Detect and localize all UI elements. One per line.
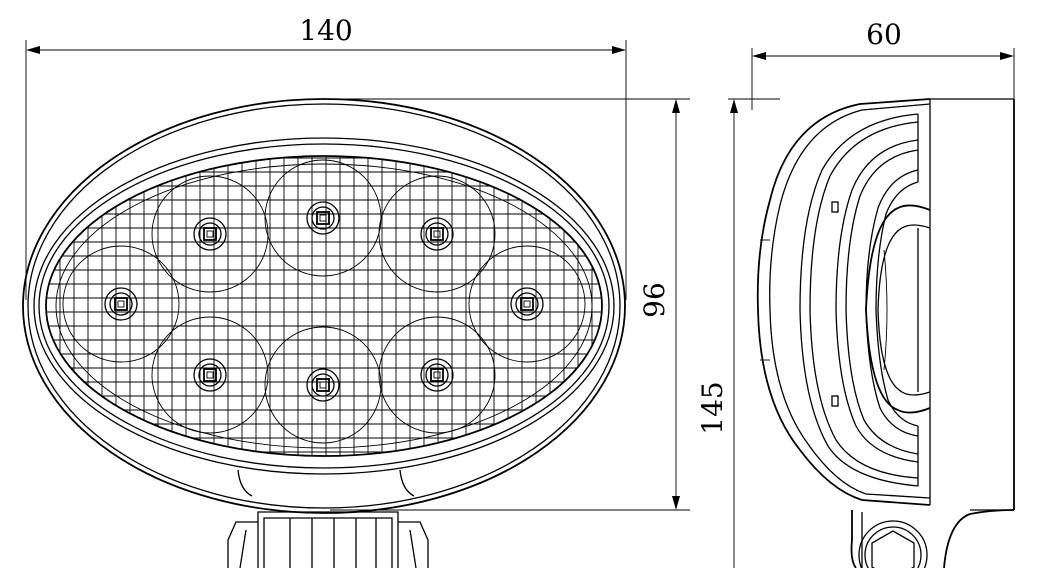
reflector-cup <box>62 245 180 363</box>
lens-edge <box>45 155 603 457</box>
led-die <box>433 371 441 379</box>
side-view: 60 145 <box>696 18 1015 568</box>
mount-bolt-ring <box>858 520 928 568</box>
bezel-inner-ring <box>38 143 610 469</box>
led-ring-inner <box>515 292 539 316</box>
lens-grille <box>46 156 602 456</box>
reflector-cup <box>151 175 269 293</box>
notch <box>831 201 839 213</box>
led-ring-inner <box>425 222 449 246</box>
led-die <box>117 300 125 308</box>
dimension-width: 140 <box>25 14 627 300</box>
led-ring <box>420 358 454 392</box>
led-die <box>206 371 214 379</box>
reflector-cup <box>264 326 382 444</box>
dimension-depth-label: 60 <box>866 18 902 51</box>
led-ring-inner <box>425 363 449 387</box>
dimension-depth: 60 <box>751 18 1015 110</box>
mounting-bracket <box>227 511 429 568</box>
housing-outer-ring <box>22 98 626 514</box>
led-die <box>319 381 327 389</box>
led-ring <box>420 217 454 251</box>
led-ring <box>306 201 340 235</box>
led-die <box>319 214 327 222</box>
led-chip <box>203 368 217 382</box>
led-ring <box>193 358 227 392</box>
bezel-ring <box>33 137 615 475</box>
dimension-total-height-label: 145 <box>696 381 729 434</box>
led-chip <box>114 297 128 311</box>
bezel-tab-right <box>399 469 415 497</box>
led-chip <box>203 227 217 241</box>
led-ring-inner <box>198 222 222 246</box>
reflector-cup <box>468 245 586 363</box>
led-die <box>206 230 214 238</box>
fin-1 <box>799 113 919 487</box>
dimension-height-label: 96 <box>638 282 671 318</box>
front-view: 140 96 <box>22 14 690 568</box>
reflector-cup <box>264 159 382 277</box>
fin-3 <box>865 169 919 437</box>
led-ring-inner <box>109 292 133 316</box>
dimension-total-height: 145 <box>696 98 780 568</box>
led-chip <box>430 368 444 382</box>
side-lens <box>865 204 931 414</box>
mount-bolt-hex <box>871 530 915 568</box>
reflector-cup <box>378 175 496 293</box>
led-chip <box>520 297 534 311</box>
reflector-cup <box>378 316 496 434</box>
housing-profile <box>756 98 931 506</box>
led-chip <box>430 227 444 241</box>
reflector-cup <box>151 316 269 434</box>
dimension-height: 96 <box>330 98 690 511</box>
led-ring-inner <box>311 206 335 230</box>
led-ring <box>306 368 340 402</box>
led-chip <box>316 378 330 392</box>
led-die <box>433 230 441 238</box>
bezel-tab-left <box>237 469 253 497</box>
housing-ring <box>27 103 621 509</box>
led-ring-inner <box>311 373 335 397</box>
notch <box>831 395 839 407</box>
led-ring <box>104 287 138 321</box>
side-mounting-bracket <box>850 509 1015 568</box>
led-array <box>62 159 586 444</box>
led-ring <box>193 217 227 251</box>
dimension-width-label: 140 <box>299 14 352 47</box>
led-chip <box>316 211 330 225</box>
led-ring-inner <box>198 363 222 387</box>
led-ring <box>510 287 544 321</box>
led-die <box>523 300 531 308</box>
fin-2 <box>835 139 919 463</box>
